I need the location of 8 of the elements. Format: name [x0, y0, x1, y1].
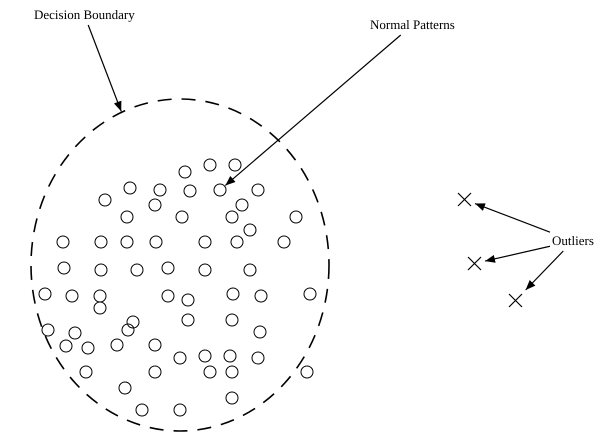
callout-label: Outliers	[552, 233, 594, 249]
callout-label: Decision Boundary	[34, 7, 135, 23]
arrow	[88, 24, 122, 112]
arrow	[525, 250, 564, 290]
arrow	[224, 34, 402, 186]
arrow	[484, 246, 550, 263]
callout-label: Normal Patterns	[370, 17, 455, 33]
arrow	[474, 202, 550, 233]
